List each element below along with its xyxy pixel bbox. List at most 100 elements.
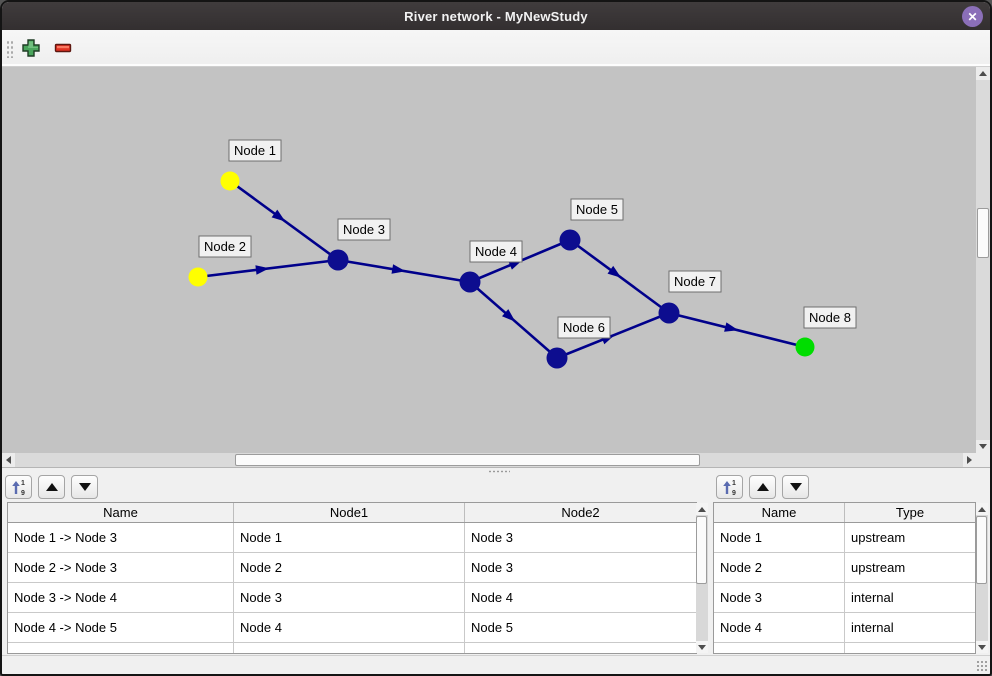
table-cell[interactable]: Node 3	[471, 530, 513, 545]
node-move-up-button[interactable]	[749, 475, 776, 499]
table-cell[interactable]: Node 2 -> Node 3	[8, 553, 234, 582]
table-row[interactable]: Node 4 internal	[714, 613, 975, 643]
node-table-scrollbar[interactable]	[976, 503, 988, 653]
node-circle[interactable]	[327, 249, 349, 271]
table-cell[interactable]	[845, 643, 975, 653]
scroll-left-button[interactable]	[2, 453, 15, 467]
table-header-cell[interactable]: Type	[895, 505, 925, 520]
close-icon: ✕	[967, 9, 978, 24]
splitter-grip-icon	[488, 470, 510, 473]
edge-table-scrollbar[interactable]	[696, 503, 708, 653]
vertical-scroll-thumb[interactable]	[696, 516, 707, 584]
table-header: Name Type	[714, 503, 975, 523]
scroll-up-button[interactable]	[696, 503, 708, 515]
table-row[interactable]: Node 1 upstream	[714, 523, 975, 553]
scroll-right-button[interactable]	[963, 453, 976, 467]
table-row[interactable]	[714, 643, 975, 653]
table-cell[interactable]: Node 3	[471, 560, 513, 575]
table-cell[interactable]: Node 4	[234, 613, 465, 642]
table-cell[interactable]: Node 4	[714, 613, 845, 642]
table-cell[interactable]: upstream	[851, 560, 906, 575]
node-label[interactable]: Node 7	[668, 270, 722, 293]
table-cell[interactable]: Node 3 -> Node 4	[8, 583, 234, 612]
table-header-cell[interactable]: Name	[8, 503, 234, 522]
table-header-cell[interactable]: Name	[714, 503, 845, 522]
scrollbar-corner	[976, 453, 990, 467]
table-cell[interactable]: Node 1	[714, 523, 845, 552]
table-cell[interactable]: Node 3	[234, 583, 465, 612]
edge-move-down-button[interactable]	[71, 475, 98, 499]
node-circle[interactable]	[459, 271, 481, 293]
table-cell[interactable]: Node 1	[234, 523, 465, 552]
node-label[interactable]: Node 6	[557, 316, 611, 339]
horizontal-splitter[interactable]	[2, 467, 990, 473]
edge-move-up-button[interactable]	[38, 475, 65, 499]
add-button[interactable]	[19, 36, 43, 60]
node-circle[interactable]	[795, 337, 815, 357]
table-cell[interactable]: internal	[851, 590, 894, 605]
canvas-vertical-scrollbar[interactable]	[976, 67, 990, 453]
table-cell[interactable]: internal	[851, 620, 894, 635]
toolbar-drag-handle[interactable]	[6, 40, 14, 58]
edge-sort-button[interactable]: 1 9	[5, 475, 32, 499]
scroll-down-button[interactable]	[976, 440, 990, 453]
scroll-down-button[interactable]	[976, 641, 988, 653]
resize-grip[interactable]	[976, 660, 987, 671]
arrow-down-icon	[979, 444, 987, 449]
plus-icon	[22, 39, 40, 57]
table-row[interactable]	[8, 643, 696, 653]
move-down-icon	[789, 483, 802, 491]
vertical-scroll-thumb[interactable]	[977, 208, 989, 258]
table-cell[interactable]: Node 2	[234, 553, 465, 582]
node-circle[interactable]	[546, 347, 568, 369]
table-cell[interactable]	[234, 643, 465, 653]
node-circle[interactable]	[658, 302, 680, 324]
table-cell[interactable]: Node 5	[471, 620, 513, 635]
titlebar[interactable]: River network - MyNewStudy ✕	[2, 2, 990, 30]
table-cell[interactable]: Node 2	[714, 553, 845, 582]
node-circle[interactable]	[559, 229, 581, 251]
table-cell[interactable]: Node 4	[471, 590, 513, 605]
table-cell[interactable]	[465, 643, 696, 653]
node-label[interactable]: Node 5	[570, 198, 624, 221]
canvas-horizontal-scrollbar[interactable]	[2, 453, 976, 467]
table-cell[interactable]: Node 4 -> Node 5	[8, 613, 234, 642]
node-circle[interactable]	[188, 267, 208, 287]
scroll-up-button[interactable]	[976, 67, 990, 80]
node-circle[interactable]	[220, 171, 240, 191]
table-header-cell[interactable]: Node1	[234, 503, 465, 522]
remove-button[interactable]	[51, 36, 75, 60]
scroll-down-button[interactable]	[696, 641, 708, 653]
node-label[interactable]: Node 1	[228, 139, 282, 162]
node-sort-button[interactable]: 1 9	[716, 475, 743, 499]
sort-icon: 1 9	[12, 480, 25, 496]
table-cell[interactable]: Node 1 -> Node 3	[8, 523, 234, 552]
table-cell[interactable]: upstream	[851, 530, 906, 545]
arrow-down-icon	[698, 644, 706, 650]
table-header-cell[interactable]: Node2	[561, 505, 600, 520]
network-canvas[interactable]: Node 1 Node 2 Node 3 Node 4 Node 5 Node 6 Node…	[2, 67, 976, 453]
node-label[interactable]: Node 3	[337, 218, 391, 241]
move-up-icon	[45, 483, 58, 491]
vertical-scroll-thumb[interactable]	[976, 516, 987, 584]
scroll-up-button[interactable]	[976, 503, 988, 515]
node-label[interactable]: Node 4	[469, 240, 523, 263]
arrow-down-icon	[978, 644, 986, 650]
node-move-down-button[interactable]	[782, 475, 809, 499]
table-row[interactable]: Node 2 upstream	[714, 553, 975, 583]
arrow-up-icon	[979, 71, 987, 76]
table-cell[interactable]: Node 3	[714, 583, 845, 612]
node-label[interactable]: Node 8	[803, 306, 857, 329]
table-cell[interactable]	[714, 643, 845, 653]
close-button[interactable]: ✕	[962, 6, 983, 27]
node-label[interactable]: Node 2	[198, 235, 252, 258]
horizontal-scroll-thumb[interactable]	[235, 454, 700, 466]
table-cell[interactable]	[8, 643, 234, 653]
table-row[interactable]: Node 3 internal	[714, 583, 975, 613]
